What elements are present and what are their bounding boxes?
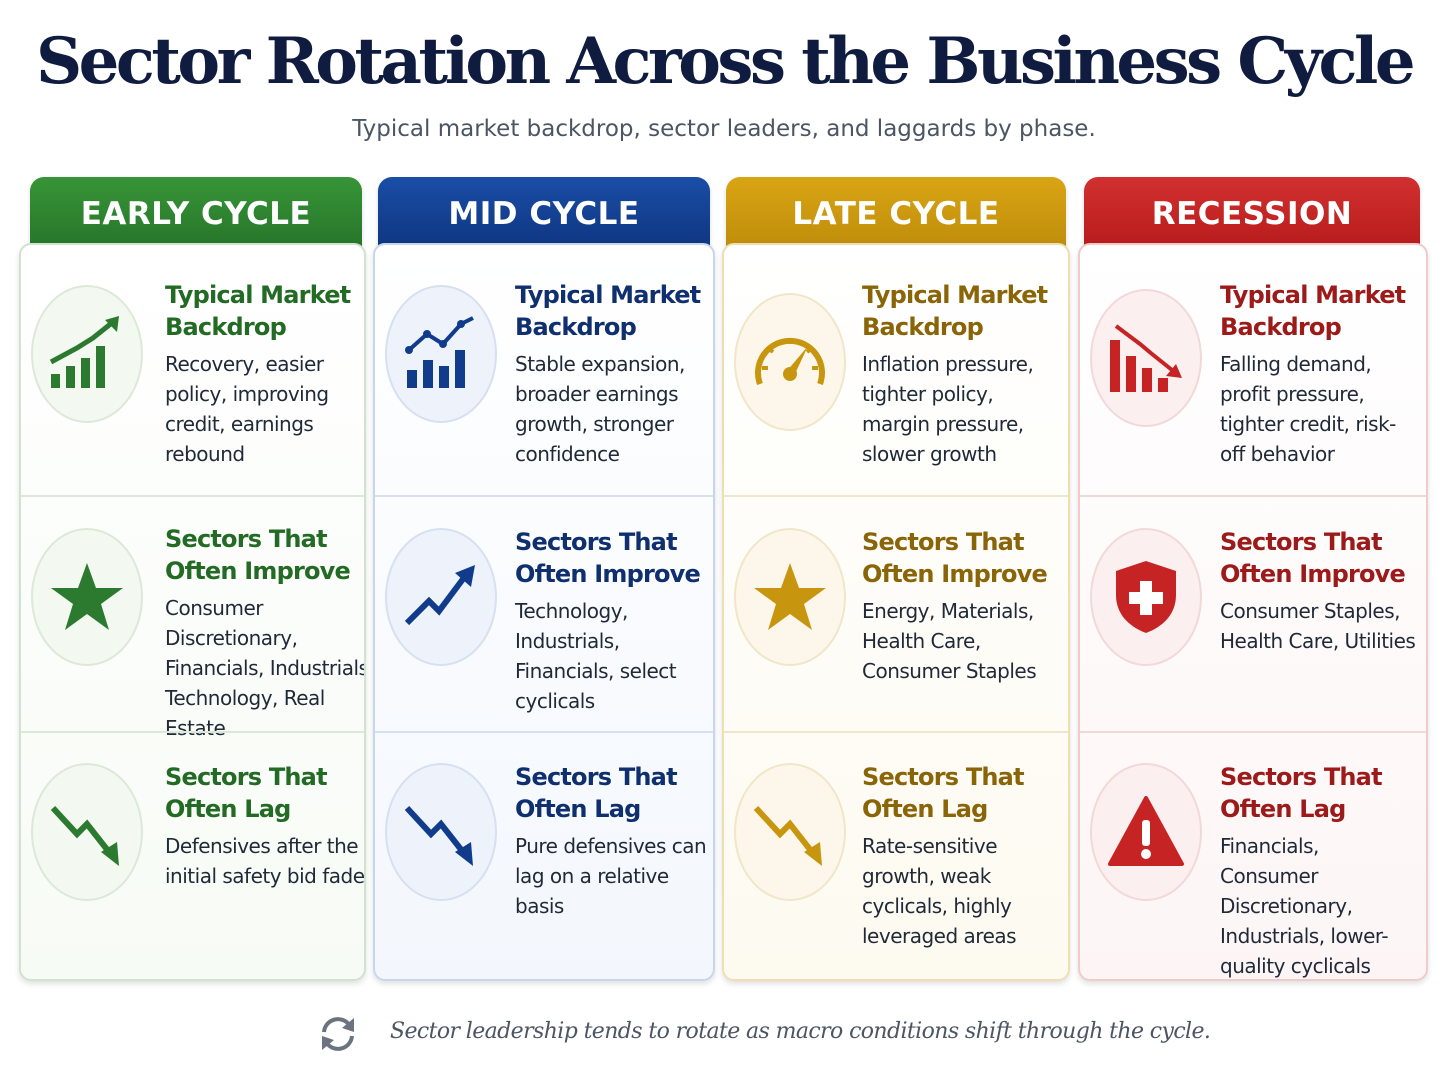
section-heading: Sectors That Often Improve [515, 528, 701, 588]
phase-card-early-cycle: Typical Market Backdrop Recovery, easier… [19, 243, 366, 981]
section-heading: Sectors That Often Lag [165, 763, 328, 823]
rising-bar-chart-icon [49, 316, 119, 388]
backdrop-section: Typical Market Backdrop Inflation pressu… [724, 245, 1068, 495]
section-text: Inflation pressure, tighter policy, marg… [862, 352, 1034, 466]
section-text: Energy, Materials, Health Care, Consumer… [862, 599, 1037, 683]
icon-circle [734, 763, 846, 901]
section-text: Pure defensives can lag on a relative ba… [515, 834, 707, 918]
backdrop-section: Typical Market Backdrop Stable expansion… [375, 245, 713, 495]
improve-section: Sectors That Often Improve Technology, I… [375, 495, 713, 731]
section-text: Technology, Industrials, Financials, sel… [515, 599, 677, 713]
footer-note: Sector leadership tends to rotate as mac… [0, 1008, 1448, 1058]
section-heading: Typical Market Backdrop [515, 281, 701, 341]
icon-circle [385, 763, 497, 901]
icon-circle [734, 528, 846, 666]
section-heading: Typical Market Backdrop [165, 281, 351, 341]
section-heading: Sectors That Often Improve [165, 525, 351, 585]
lag-section: Sectors That Often Lag Rate-sensitive gr… [724, 731, 1068, 979]
icon-circle [1090, 763, 1202, 901]
icon-circle [31, 285, 143, 423]
phase-card-mid-cycle: Typical Market Backdrop Stable expansion… [373, 243, 715, 981]
lag-section: Sectors That Often Lag Defensives after … [21, 731, 366, 979]
backdrop-section: Typical Market Backdrop Falling demand, … [1080, 245, 1426, 495]
icon-circle [1090, 289, 1202, 427]
lag-section: Sectors That Often Lag Pure defensives c… [375, 731, 713, 979]
section-text: Financials, Consumer Discretionary, Indu… [1220, 834, 1389, 978]
icon-circle [1090, 528, 1202, 666]
section-text: Defensives after the initial safety bid … [165, 834, 366, 888]
phase-card-late-cycle: Typical Market Backdrop Inflation pressu… [722, 243, 1070, 981]
page-subtitle: Typical market backdrop, sector leaders,… [352, 116, 1096, 142]
section-text: Recovery, easier policy, improving credi… [165, 352, 329, 466]
section-text: Rate-sensitive growth, weak cyclicals, h… [862, 834, 1017, 948]
icon-circle [734, 293, 846, 431]
bar-line-chart-icon [405, 316, 474, 388]
down-trend-arrow-icon [404, 805, 473, 866]
improve-section: Sectors That Often Improve Consumer Stap… [1080, 495, 1426, 731]
page-title: Sector Rotation Across the Business Cycl… [35, 24, 1416, 99]
falling-bar-chart-icon [1110, 324, 1182, 392]
icon-circle [31, 528, 143, 666]
section-heading: Typical Market Backdrop [862, 281, 1048, 341]
phase-tab-mid-cycle: MID CYCLE [378, 177, 710, 247]
footer-text: Sector leadership tends to rotate as mac… [390, 1019, 1211, 1044]
icon-circle [385, 285, 497, 423]
phase-card-recession: Typical Market Backdrop Falling demand, … [1078, 243, 1428, 981]
phase-tab-early-cycle: EARLY CYCLE [30, 177, 362, 247]
icon-circle [31, 763, 143, 901]
down-trend-arrow-icon [753, 805, 822, 866]
star-icon [51, 563, 123, 630]
rotate-arrows-icon [322, 1017, 354, 1051]
improve-section: Sectors That Often Improve Consumer Disc… [21, 495, 364, 740]
star-icon [754, 563, 826, 630]
section-heading: Sectors That Often Lag [862, 763, 1025, 823]
section-text: Consumer Discretionary, Financials, Indu… [165, 596, 366, 740]
icon-circle [385, 528, 497, 666]
section-heading: Sectors That Often Improve [862, 528, 1048, 588]
section-text: Stable expansion, broader earnings growt… [515, 352, 685, 466]
improve-section: Sectors That Often Improve Energy, Mater… [724, 495, 1068, 731]
gauge-icon [755, 337, 825, 386]
section-heading: Typical Market Backdrop [1220, 281, 1406, 341]
up-trend-arrow-icon [404, 565, 475, 626]
warning-icon [1108, 796, 1184, 866]
section-heading: Sectors That Often Lag [1220, 763, 1383, 823]
shield-cross-icon [1116, 561, 1176, 633]
section-text: Falling demand, profit pressure, tighter… [1220, 352, 1396, 466]
section-heading: Sectors That Often Lag [515, 763, 678, 823]
lag-section: Sectors That Often Lag Financials, Consu… [1080, 731, 1426, 979]
section-heading: Sectors That Often Improve [1220, 528, 1406, 588]
section-text: Consumer Staples, Health Care, Utilities [1220, 599, 1416, 653]
down-trend-arrow-icon [50, 805, 119, 866]
backdrop-section: Typical Market Backdrop Recovery, easier… [21, 245, 364, 495]
phase-tab-recession: RECESSION [1084, 177, 1420, 247]
phase-tab-late-cycle: LATE CYCLE [726, 177, 1066, 247]
